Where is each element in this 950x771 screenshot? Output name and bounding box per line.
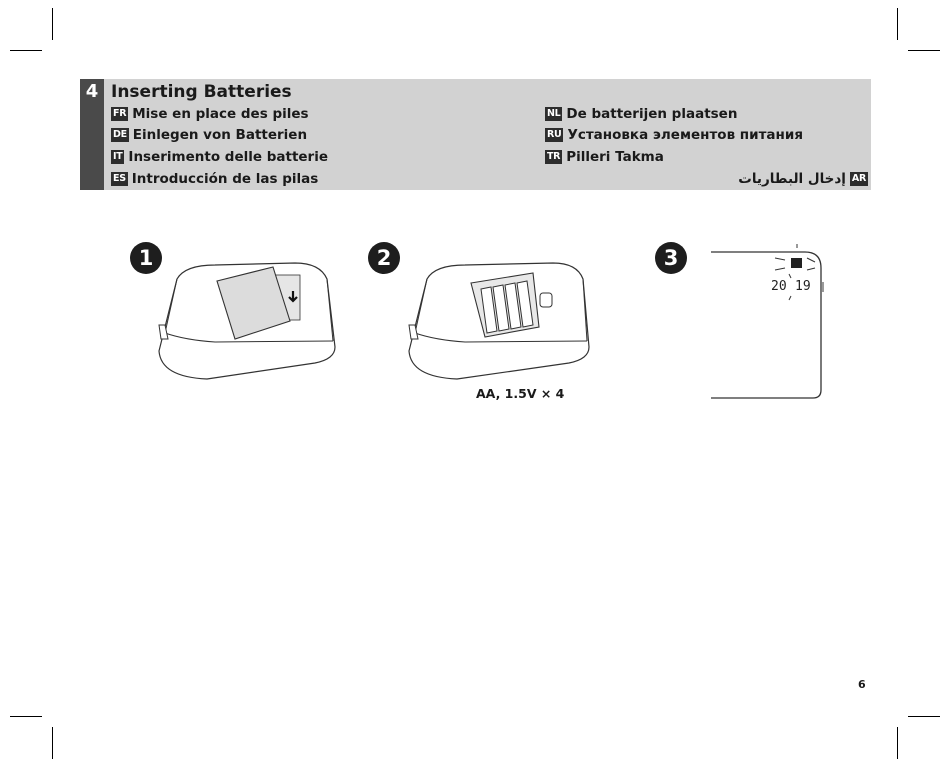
crop-mark xyxy=(897,727,898,759)
display-year-setting-illustration: 20 19 xyxy=(705,240,835,405)
display-year-left: 20 xyxy=(771,279,787,294)
lang-code-badge: FR xyxy=(111,107,128,121)
crop-mark xyxy=(52,8,53,40)
lang-heading-text: Установка элементов питания xyxy=(567,127,803,143)
lang-heading-text: Introducción de las pilas xyxy=(132,171,319,187)
lang-code-badge: TR xyxy=(545,150,562,164)
crop-mark xyxy=(908,716,940,717)
lang-heading-fr: FR Mise en place des piles xyxy=(111,105,309,123)
lang-heading-text: Inserimento delle batterie xyxy=(128,149,328,165)
crop-mark xyxy=(52,727,53,759)
step-number-2: 2 xyxy=(368,242,400,274)
lang-heading-ru: RU Установка элементов питания xyxy=(545,126,803,144)
section-header: 4 Inserting Batteries FR Mise en place d… xyxy=(80,79,871,190)
display-year-right: 19 xyxy=(795,279,811,294)
battery-spec-caption: AA, 1.5V × 4 xyxy=(476,386,564,401)
lang-code-badge: IT xyxy=(111,150,124,164)
lang-heading-nl: NL De batterijen plaatsen xyxy=(545,105,737,123)
section-number: 4 xyxy=(80,81,104,103)
lang-code-badge: ES xyxy=(111,172,128,186)
lang-heading-ar: إدخال البطاريات AR xyxy=(738,170,868,188)
lang-heading-es: ES Introducción de las pilas xyxy=(111,170,318,188)
section-title: Inserting Batteries xyxy=(111,81,292,103)
section-number-box: 4 xyxy=(80,79,104,190)
lang-heading-text: Mise en place des piles xyxy=(132,106,308,122)
lang-heading-de: DE Einlegen von Batterien xyxy=(111,126,307,144)
crop-mark xyxy=(897,8,898,40)
device-battery-compartment-illustration xyxy=(405,255,595,385)
lang-heading-text: إدخال البطاريات xyxy=(738,171,846,187)
lang-code-badge: NL xyxy=(545,107,562,121)
lang-heading-text: De batterijen plaatsen xyxy=(566,106,737,122)
device-cover-removal-illustration xyxy=(155,255,340,385)
lang-heading-it: IT Inserimento delle batterie xyxy=(111,148,328,166)
crop-mark xyxy=(10,50,42,51)
lang-heading-text: Einlegen von Batterien xyxy=(133,127,307,143)
lang-code-badge: DE xyxy=(111,128,129,142)
step-number-3: 3 xyxy=(655,242,687,274)
lang-code-badge: AR xyxy=(850,172,868,186)
lang-heading-text: Pilleri Takma xyxy=(566,149,664,165)
crop-mark xyxy=(10,716,42,717)
crop-mark xyxy=(908,50,940,51)
page-number: 6 xyxy=(858,678,866,691)
lang-heading-tr: TR Pilleri Takma xyxy=(545,148,664,166)
lang-code-badge: RU xyxy=(545,128,563,142)
